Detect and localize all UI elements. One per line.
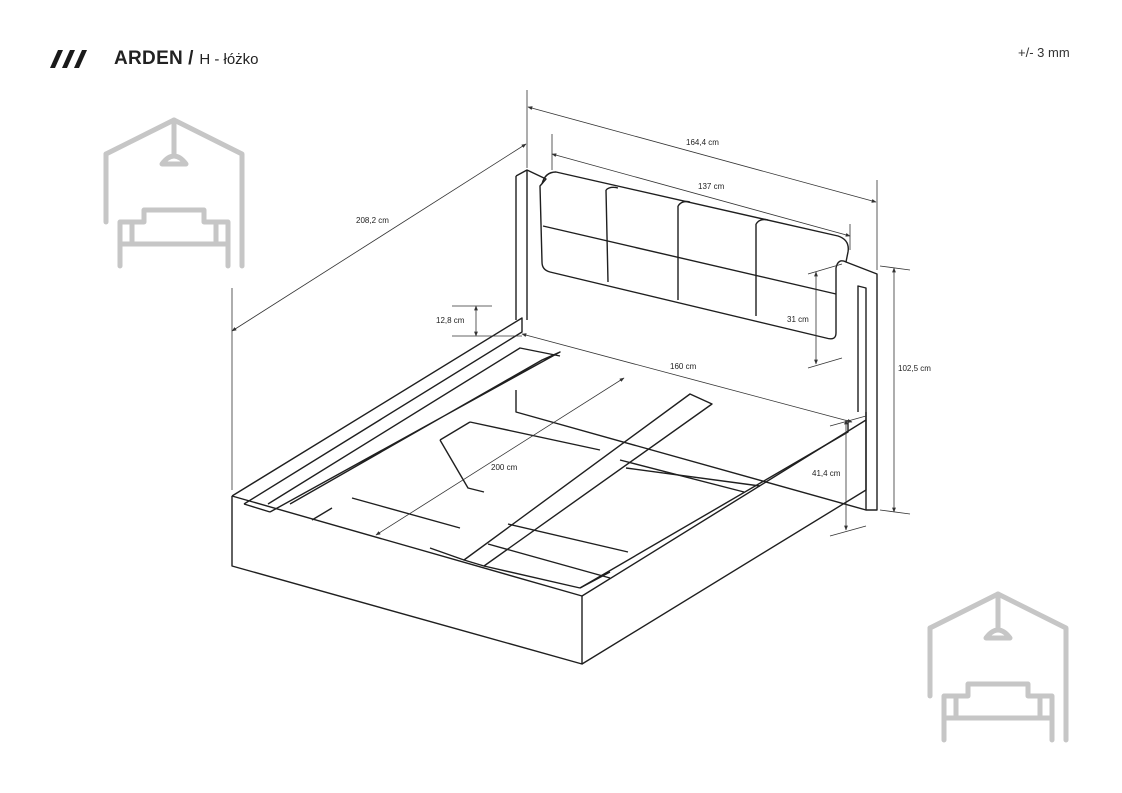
dim-label-panel-height: 31 cm <box>787 315 809 324</box>
product-name: ARDEN <box>114 48 184 69</box>
dim-line-total-length <box>231 143 527 332</box>
dim-label-total-length: 208,2 cm <box>356 216 389 225</box>
dim-line-mattress-length <box>375 377 625 536</box>
header: ARDEN / H - łóżko <box>48 44 259 74</box>
dim-label-mattress-width: 160 cm <box>670 362 697 371</box>
house-sofa-watermark-icon <box>103 117 245 269</box>
dimension-lines <box>231 90 911 537</box>
dim-label-total-height: 102,5 cm <box>898 364 931 373</box>
dim-label-mattress-length: 200 cm <box>491 463 518 472</box>
house-sofa-watermark-icon <box>927 591 1069 743</box>
dim-line-headboard-width <box>551 153 851 237</box>
bed-drawing <box>231 169 878 665</box>
dim-label-total-width: 164,4 cm <box>686 138 719 147</box>
tolerance-note: +/- 3 mm <box>1018 45 1070 60</box>
dim-label-side-height: 41,4 cm <box>812 469 841 478</box>
dim-line-mattress-width <box>521 333 853 423</box>
dim-label-headboard-width: 137 cm <box>698 182 725 191</box>
brand-slash-icon <box>50 50 87 68</box>
product-type: H - łóżko <box>199 51 259 68</box>
dim-label-frame-height: 12,8 cm <box>436 316 465 325</box>
title-separator: / <box>188 48 194 69</box>
page-title: ARDEN / H - łóżko <box>114 48 259 70</box>
